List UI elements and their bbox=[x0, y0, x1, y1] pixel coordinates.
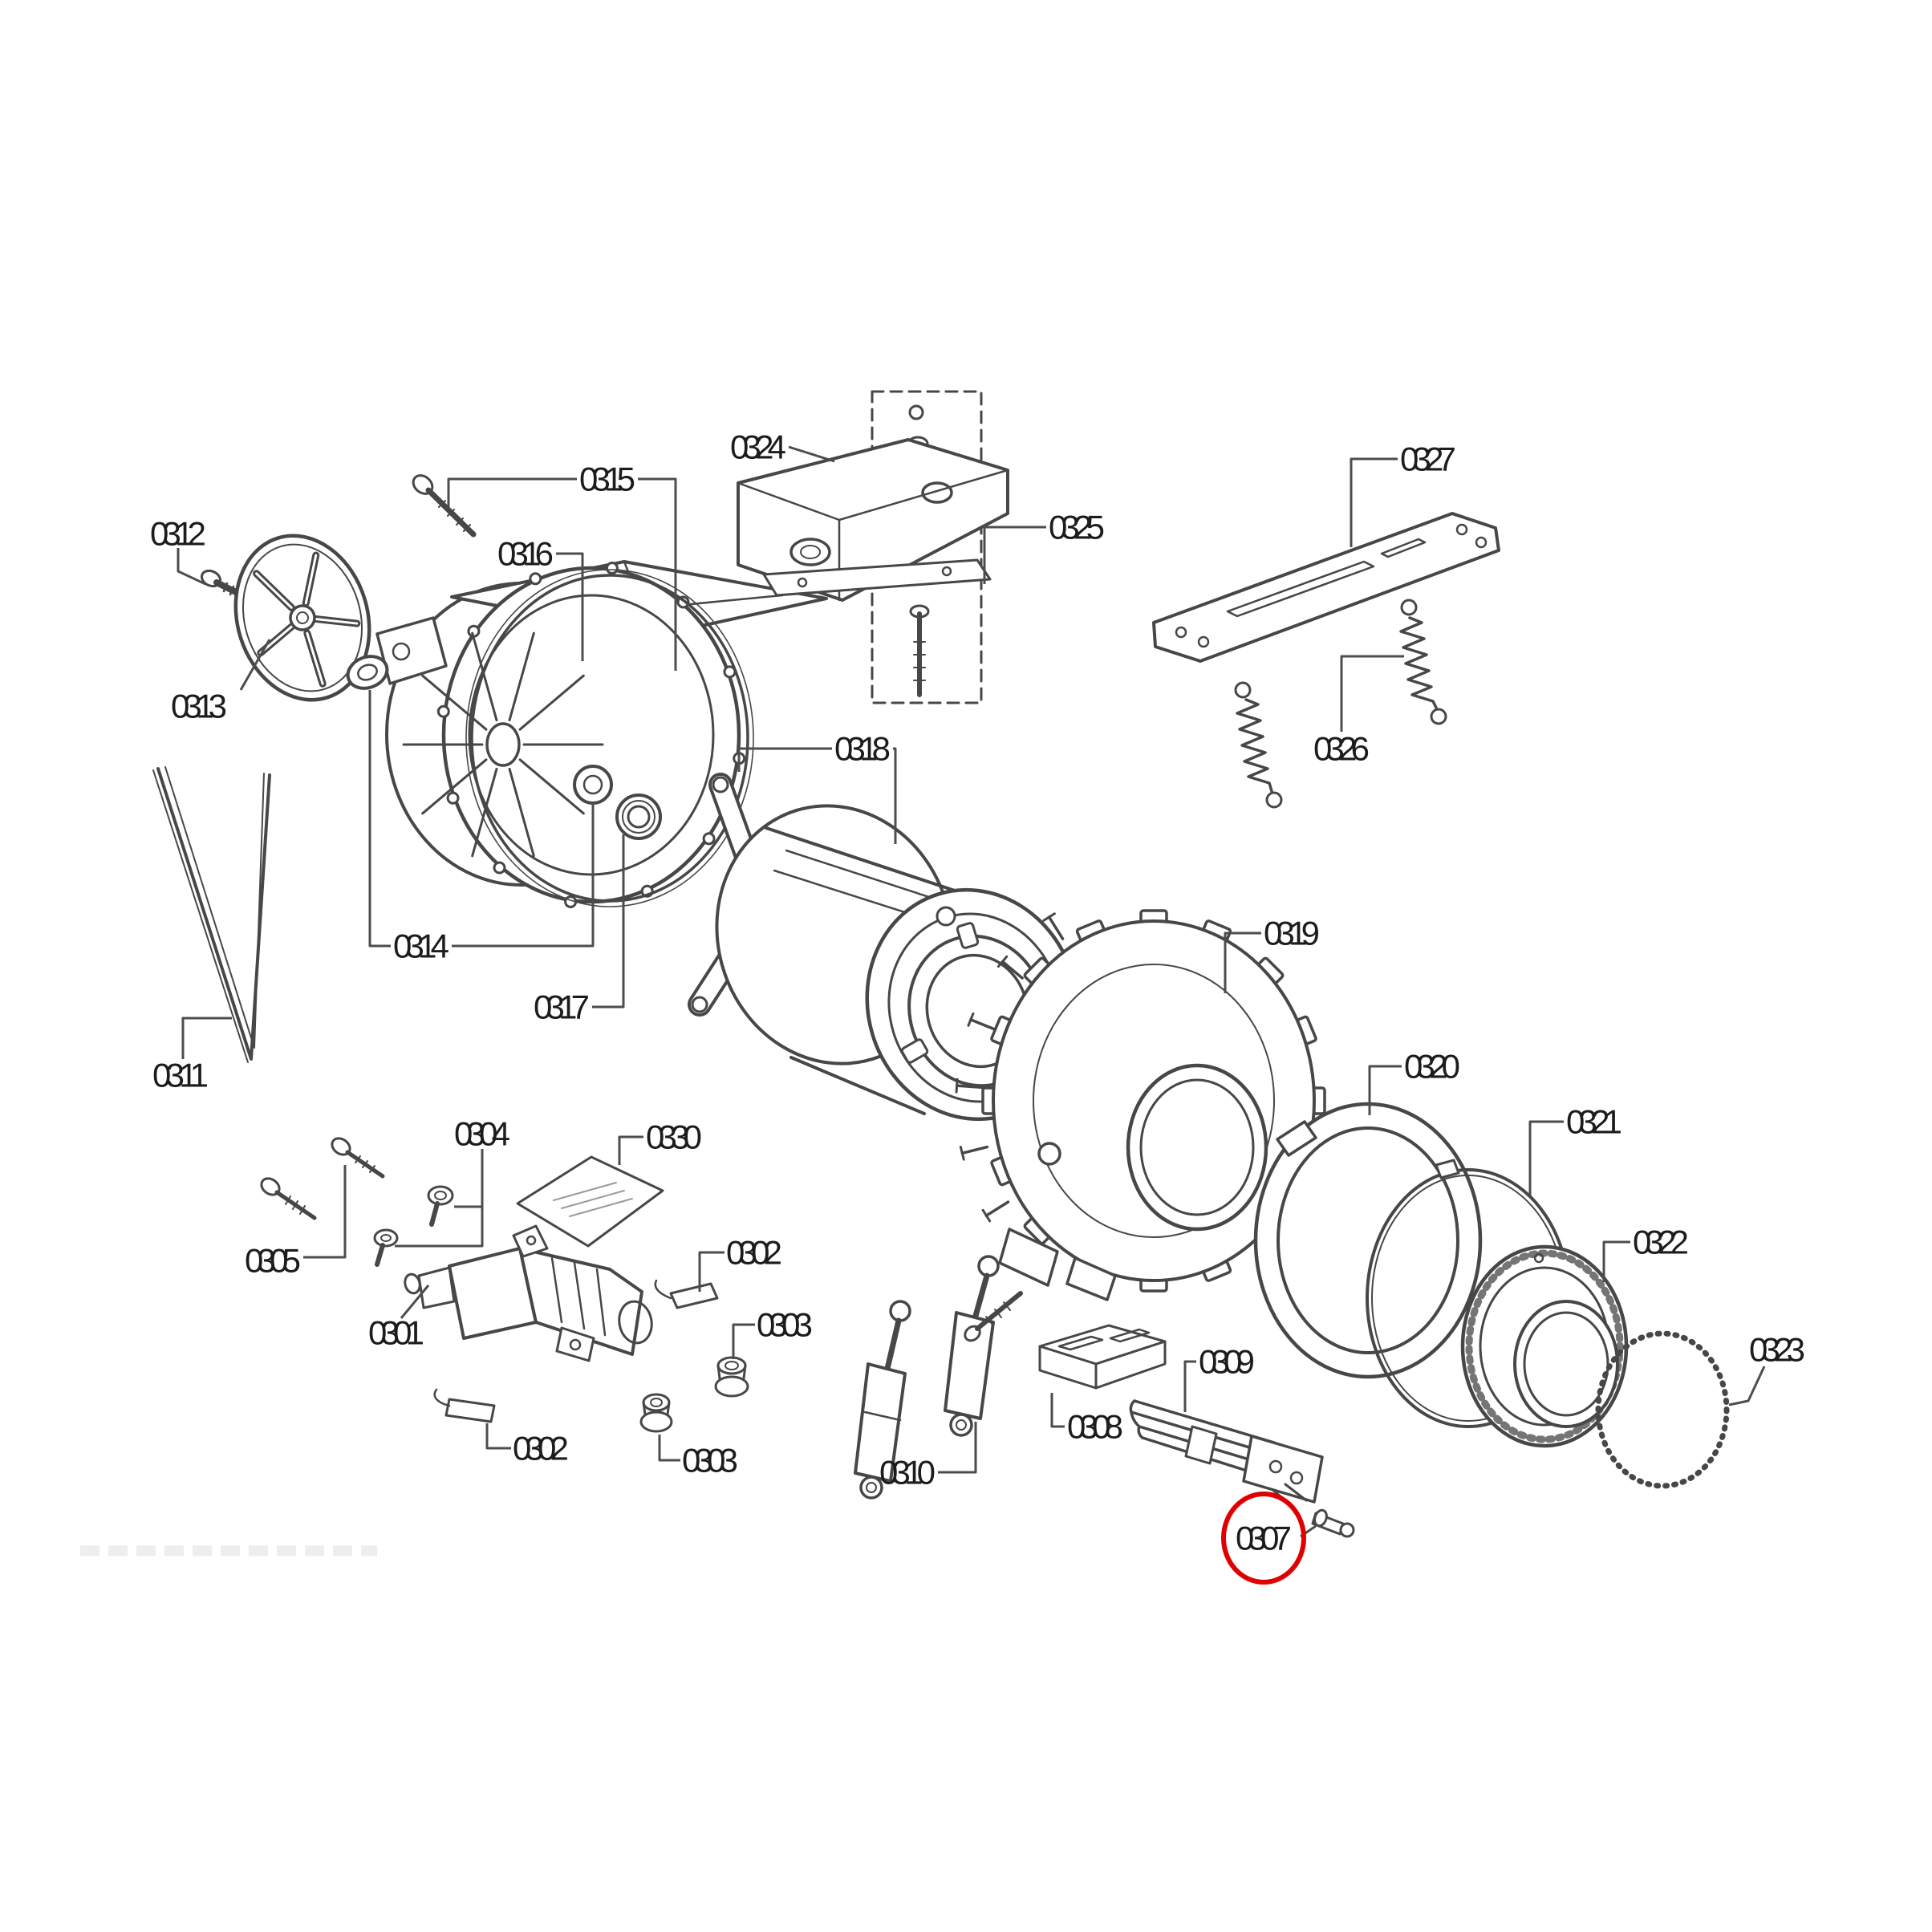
part-label-0324: 0324 bbox=[730, 428, 786, 466]
tub-front-half-drawing bbox=[955, 909, 1326, 1301]
part-label-0321: 0321 bbox=[1566, 1103, 1622, 1141]
leader-0325 bbox=[983, 526, 1046, 584]
leader-0319 bbox=[1224, 932, 1261, 993]
leader-0302a bbox=[698, 1251, 724, 1292]
leader-0304 bbox=[395, 1149, 484, 1248]
part-label-0303: 0303 bbox=[682, 1442, 738, 1479]
transport-bracket-drawing bbox=[1152, 512, 1500, 663]
part-label-0319: 0319 bbox=[1264, 915, 1320, 952]
part-label-0307-highlighted: 0307 bbox=[1236, 1520, 1292, 1557]
part-label-0314: 0314 bbox=[393, 927, 449, 965]
bushing-drawing bbox=[639, 1356, 749, 1433]
leader-0314b bbox=[452, 803, 595, 948]
leader-0323 bbox=[1728, 1366, 1766, 1406]
part-label-0327: 0327 bbox=[1400, 440, 1456, 478]
short-screws-drawing bbox=[373, 1185, 454, 1267]
leader-0301 bbox=[400, 1285, 430, 1319]
motor-drawing bbox=[404, 1224, 653, 1362]
part-label-0325: 0325 bbox=[1049, 509, 1105, 546]
leader-0322 bbox=[1602, 1240, 1630, 1282]
tub-front-ring-drawing bbox=[1253, 1102, 1483, 1379]
part-label-0309: 0309 bbox=[1199, 1343, 1255, 1381]
instruction-sheet-drawing bbox=[516, 1155, 664, 1248]
leader-0318a bbox=[737, 747, 832, 772]
part-label-0301: 0301 bbox=[368, 1314, 424, 1352]
leader-0317 bbox=[592, 834, 625, 1009]
cable-clip-drawing bbox=[433, 1279, 719, 1423]
drive-belt-drawing bbox=[152, 766, 271, 1063]
mounting-plate-drawing bbox=[762, 558, 992, 597]
clamp-ring-drawing bbox=[1595, 1330, 1730, 1489]
leader-0303b bbox=[658, 1435, 680, 1462]
leader-0302b bbox=[485, 1423, 511, 1450]
part-label-0313: 0313 bbox=[171, 688, 227, 725]
part-label-0305: 0305 bbox=[245, 1242, 301, 1280]
leader-0318b bbox=[893, 747, 897, 844]
door-bellows-drawing bbox=[1460, 1244, 1629, 1448]
leader-0320 bbox=[1368, 1065, 1402, 1115]
part-label-0302: 0302 bbox=[726, 1234, 782, 1272]
leader-0315a bbox=[447, 477, 577, 508]
pulley-spokes bbox=[253, 551, 361, 688]
flange-lugs bbox=[436, 562, 746, 908]
leader-0312 bbox=[177, 548, 206, 586]
leader-0321 bbox=[1528, 1120, 1564, 1195]
part-label-0318: 0318 bbox=[834, 730, 891, 768]
leader-0310 bbox=[938, 1422, 977, 1474]
part-label-0308: 0308 bbox=[1067, 1408, 1123, 1446]
part-label-0330: 0330 bbox=[646, 1118, 702, 1156]
leader-0324 bbox=[788, 445, 835, 463]
part-label-0320: 0320 bbox=[1404, 1048, 1460, 1086]
highlight-circle-0307 bbox=[1221, 1492, 1306, 1585]
drive-pulley-drawing bbox=[233, 534, 371, 702]
shock-absorbers-drawing bbox=[854, 1255, 1023, 1500]
leader-lines bbox=[177, 445, 1766, 1538]
part-label-0302: 0302 bbox=[513, 1430, 569, 1467]
part-label-0303: 0303 bbox=[757, 1306, 813, 1344]
leader-0326 bbox=[1340, 655, 1404, 732]
tub-rear-housing-drawing bbox=[375, 560, 828, 908]
part-label-0312: 0312 bbox=[150, 515, 206, 553]
heating-element-drawing bbox=[1129, 1399, 1324, 1508]
part-label-0317: 0317 bbox=[534, 988, 590, 1026]
shaft-seal-drawing bbox=[615, 794, 662, 840]
counterweight-drawing bbox=[737, 390, 1009, 704]
leader-0330 bbox=[618, 1135, 643, 1165]
leader-0315b bbox=[638, 477, 677, 671]
part-label-0315: 0315 bbox=[579, 461, 635, 498]
tub-oring-drawing bbox=[470, 574, 749, 903]
part-label-0323: 0323 bbox=[1749, 1331, 1805, 1369]
seal-ring-drawing bbox=[346, 655, 389, 690]
part-label-0316: 0316 bbox=[497, 535, 554, 573]
mounting-screw-drawing bbox=[412, 474, 477, 538]
leader-0316 bbox=[556, 552, 584, 661]
part-label-0326: 0326 bbox=[1313, 730, 1370, 768]
part-label-0311: 0311 bbox=[152, 1057, 209, 1094]
leader-0314a bbox=[368, 690, 391, 948]
part-label-0304: 0304 bbox=[454, 1115, 510, 1153]
leader-0303a bbox=[732, 1323, 755, 1359]
rear-fan-spokes bbox=[402, 631, 604, 858]
leader-0309 bbox=[1183, 1360, 1196, 1412]
leader-0311 bbox=[181, 1017, 232, 1059]
ntc-sensor-drawing bbox=[1311, 1508, 1355, 1538]
part-label-0310: 0310 bbox=[879, 1454, 936, 1492]
bearing-drawing bbox=[573, 765, 613, 805]
leader-0327 bbox=[1350, 457, 1398, 547]
leader-0305 bbox=[303, 1165, 347, 1259]
leader-0308 bbox=[1050, 1393, 1065, 1428]
suspension-springs-drawing bbox=[1234, 599, 1447, 809]
part-labels: 0301 0302 0302 0303 0303 0304 0305 0307 … bbox=[150, 428, 1805, 1557]
leader-0313 bbox=[239, 639, 271, 691]
long-screws-drawing bbox=[260, 1137, 385, 1220]
part-label-0322: 0322 bbox=[1633, 1224, 1689, 1261]
heater-bracket-drawing bbox=[1038, 1324, 1167, 1390]
inner-drum-drawing bbox=[715, 804, 1080, 1122]
